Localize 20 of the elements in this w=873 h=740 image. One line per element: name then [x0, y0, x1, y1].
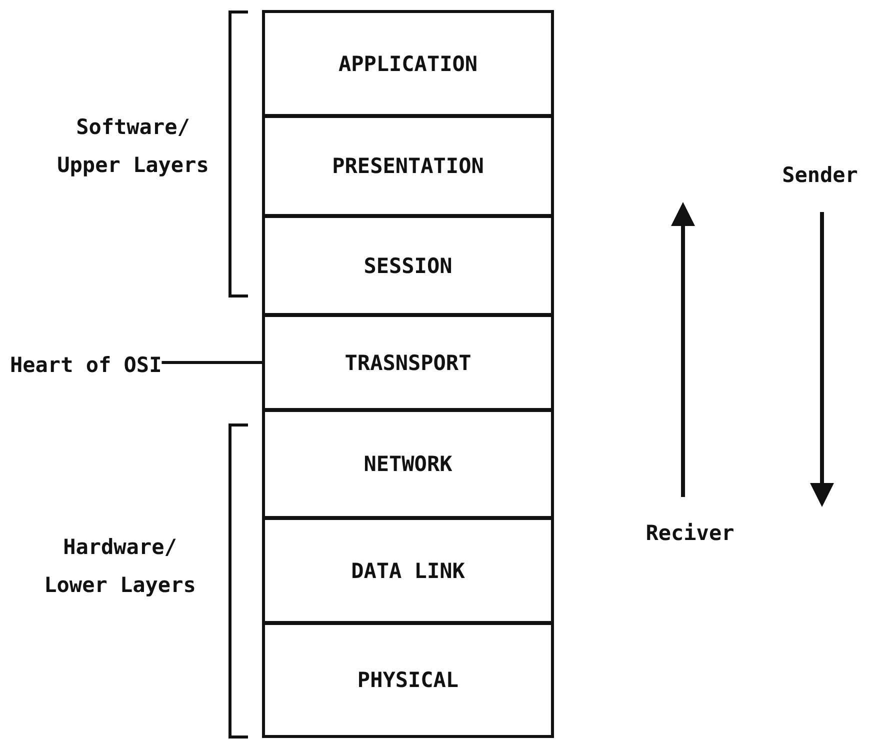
layer-box	[262, 215, 554, 316]
layer-name: APPLICATION	[338, 52, 478, 76]
layer-name: SESSION	[364, 254, 452, 278]
layer-box	[262, 622, 554, 738]
layer-box	[262, 314, 554, 411]
side-label: Software/ Upper Layers	[56, 114, 210, 179]
side-label: Sender	[781, 162, 859, 189]
side-label: Heart of OSI	[10, 350, 162, 384]
layer-name: TRASNSPORT	[344, 350, 472, 374]
layer-name: DATA LINK	[351, 558, 465, 582]
layer-box	[262, 115, 554, 217]
layer-name: PRESENTATION	[332, 154, 484, 178]
layer-name: PHYSICAL	[357, 668, 459, 692]
layer-box	[262, 409, 554, 519]
layer-name: NETWORK	[364, 452, 452, 476]
layer-box	[262, 517, 554, 624]
layer-box	[262, 10, 554, 117]
leader-line	[162, 361, 262, 364]
side-label: Reciver	[644, 520, 736, 547]
side-label: Hardware/ Lower Layers	[43, 534, 197, 599]
